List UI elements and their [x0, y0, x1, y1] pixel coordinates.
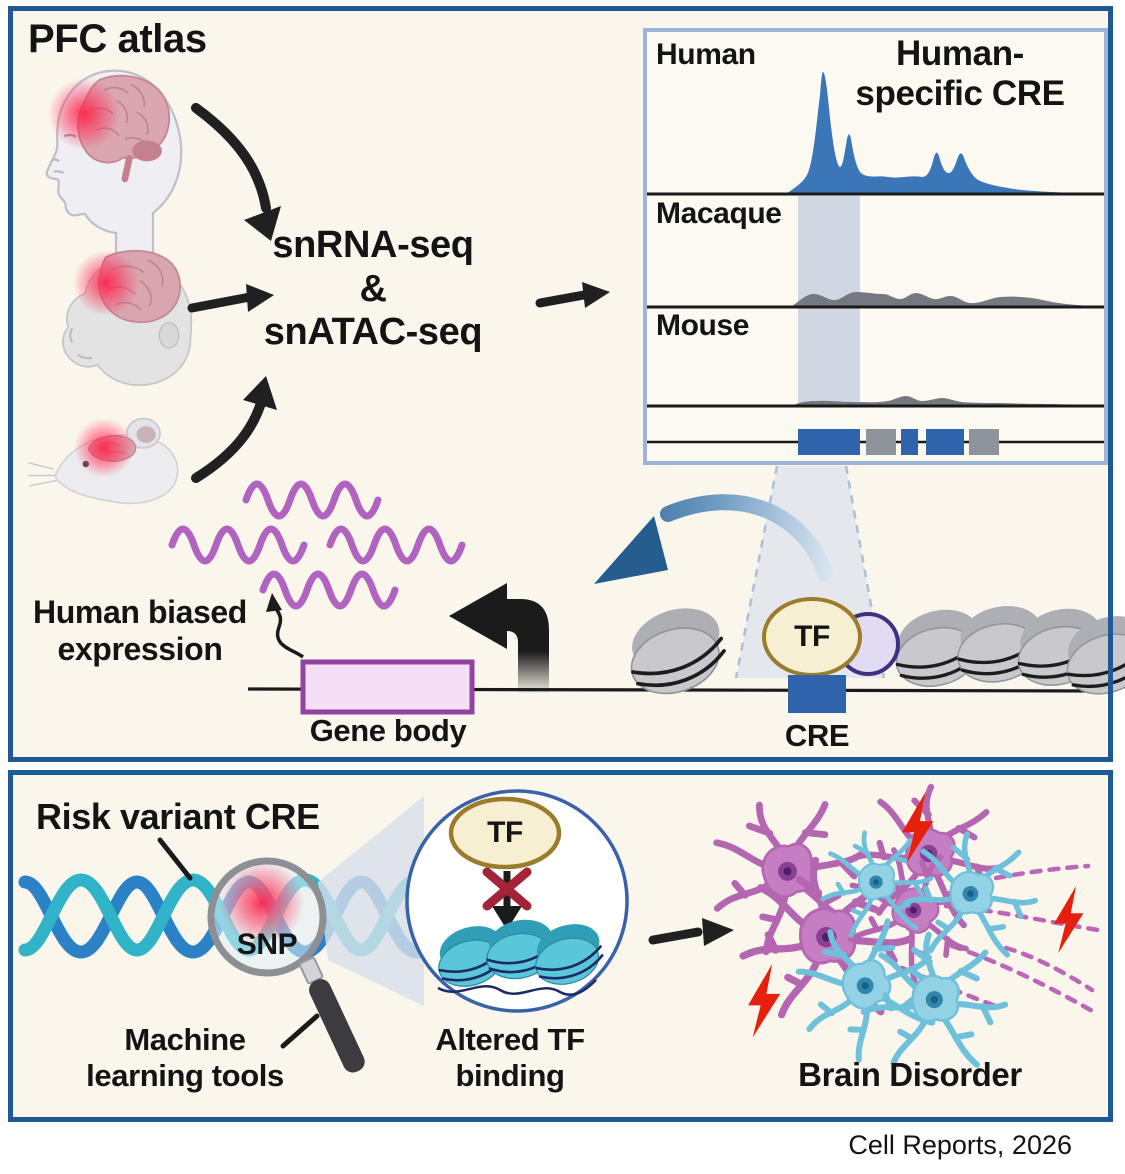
altered-binding-circle	[405, 789, 629, 1013]
snp-glow	[220, 861, 304, 945]
track-label-human: Human	[656, 38, 756, 71]
expression-line1: Human biased	[33, 594, 247, 630]
human-biased-expression-label: Human biased expression	[10, 594, 270, 668]
machine-learning-label: Machine learning tools	[35, 1022, 335, 1093]
pfc-highlight-macaque	[73, 250, 139, 316]
tf-label-top: TF	[794, 620, 830, 653]
macaque-signal-track	[792, 292, 1096, 306]
assay-line3: snATAC-seq	[263, 311, 483, 354]
pfc-highlight-mouse	[74, 418, 134, 478]
lens-beam	[318, 796, 424, 1006]
annotation-line2: specific CRE	[855, 74, 1065, 114]
track-label-macaque: Macaque	[656, 197, 782, 230]
annotation-line1: Human-	[896, 34, 1024, 73]
cre-label: CRE	[784, 718, 850, 753]
altered-tf-binding-label: Altered TF binding	[360, 1022, 660, 1093]
gene-body-box	[300, 659, 475, 715]
risk-cre-pointer-line	[157, 837, 193, 881]
magnifying-glass-icon	[207, 857, 365, 1073]
curved-blue-arrow	[594, 494, 834, 584]
transcription-bent-arrow	[449, 583, 549, 693]
journal-credit: Cell Reports, 2026	[848, 1130, 1072, 1160]
lightning-bolt-icon	[1054, 886, 1084, 954]
genome-browser-background	[643, 28, 1108, 465]
arrow-macaque-to-assay	[187, 284, 274, 313]
ml-pointer-line	[280, 1013, 320, 1049]
lightning-bolt-icon	[748, 964, 781, 1038]
expression-line2: expression	[57, 630, 223, 667]
altered-line1: Altered TF	[435, 1022, 585, 1057]
snp-label: SNP	[236, 928, 298, 961]
neuron-network-icon	[700, 772, 1101, 1078]
human-specific-cre-label: Human- specific CRE	[810, 34, 1110, 115]
blocked-x-icon	[482, 867, 532, 911]
brain-disorder-label: Brain Disorder	[798, 1056, 1022, 1093]
gene-body-label: Gene body	[309, 713, 467, 748]
bottom-panel-title: Risk variant CRE	[36, 796, 320, 837]
arrow-assay-to-browser	[535, 282, 610, 308]
expression-squiggle-arrow	[266, 593, 305, 659]
tf-label-bottom: TF	[487, 816, 523, 849]
ml-line2: learning tools	[86, 1057, 284, 1093]
rna-transcripts-icon	[168, 480, 466, 610]
track-label-mouse: Mouse	[656, 309, 750, 342]
altered-line2: binding	[455, 1057, 565, 1093]
assay-line2: &	[359, 267, 387, 310]
top-panel-title: PFC atlas	[28, 17, 207, 61]
assay-line1: snRNA-seq	[272, 224, 474, 266]
pfc-highlight-human	[48, 78, 120, 150]
ml-line1: Machine	[124, 1022, 246, 1057]
tf-oval-bottom	[448, 796, 562, 870]
cre-box	[788, 675, 846, 713]
arrow-to-brain-disorder	[648, 918, 734, 946]
nucleosome	[617, 597, 735, 705]
gene-model-exons	[798, 429, 999, 455]
arrow-human-to-assay	[191, 103, 281, 241]
assay-label: snRNA-seq & snATAC-seq	[223, 224, 523, 355]
genome-browser-tracks	[645, 72, 1106, 455]
mouse-signal-track	[794, 396, 1094, 405]
human-signal-track	[786, 72, 1102, 194]
arrow-mouse-to-assay	[191, 376, 277, 483]
